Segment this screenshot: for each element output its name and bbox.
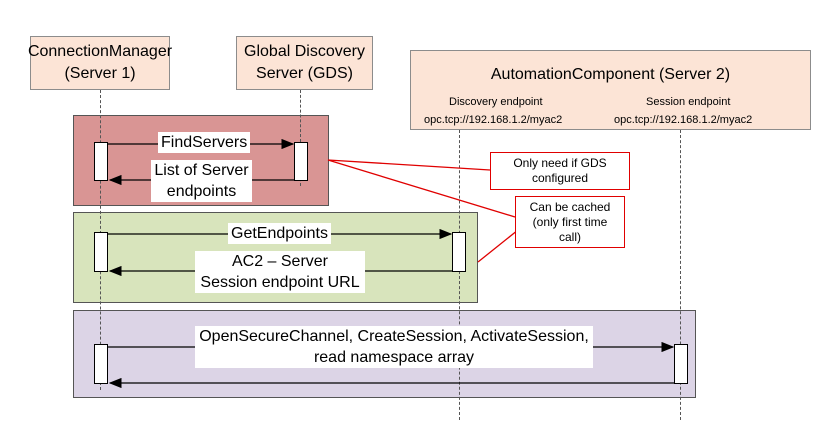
gds-lifeline xyxy=(300,90,301,186)
gds-note-connector xyxy=(327,159,491,171)
secure-channel-label: OpenSecureChannel, CreateSession, Activa… xyxy=(195,326,593,368)
gds-note-line2: configured xyxy=(531,171,589,185)
cache-note-line2: (only first time xyxy=(532,214,608,229)
gds-note-line1: Only need if GDS xyxy=(513,156,607,170)
cache-note-connector-2 xyxy=(477,229,519,263)
ac-title: AutomationComponent (Server 2) xyxy=(490,66,731,83)
cache-note-line1: Can be cached xyxy=(529,199,611,214)
gds-title: Global Discovery xyxy=(244,43,365,60)
ac-discovery-lifeline xyxy=(459,130,460,420)
session-url-label: AC2 – Server Session endpoint URL xyxy=(195,251,365,293)
session-url-line2: Session endpoint URL xyxy=(200,274,360,291)
gds-box: Global Discovery Server (GDS) xyxy=(236,36,373,90)
session-endpoint-label: Session endpoint xyxy=(646,96,731,108)
session-endpoint-url: opc.tcp://192.168.1.2/myac2 xyxy=(614,114,753,126)
server-endpoints-line2: endpoints xyxy=(166,183,237,200)
session-url-line1: AC2 – Server xyxy=(231,253,329,270)
cm-subtitle: (Server 1) xyxy=(64,65,136,82)
cm-activation-2 xyxy=(94,232,108,272)
ac-discovery-activation xyxy=(452,232,466,272)
cache-note-line3: call) xyxy=(558,229,581,244)
get-endpoints-label: GetEndpoints xyxy=(228,223,331,244)
gds-activation xyxy=(294,142,308,181)
automation-component-box: AutomationComponent (Server 2) xyxy=(410,50,811,130)
secure-channel-line1: OpenSecureChannel, CreateSession, Activa… xyxy=(199,328,589,345)
secure-channel-line2: read namespace array xyxy=(313,349,475,366)
ac-session-lifeline xyxy=(680,130,681,420)
cm-activation-3 xyxy=(94,344,108,384)
gds-note: Only need if GDS configured xyxy=(490,152,630,190)
ac-session-activation xyxy=(674,344,688,384)
server-endpoints-label: List of Server endpoints xyxy=(151,160,252,202)
cm-activation-1 xyxy=(94,142,108,181)
find-servers-label: FindServers xyxy=(158,132,251,153)
gds-subtitle: Server (GDS) xyxy=(256,65,353,82)
discovery-endpoint-label: Discovery endpoint xyxy=(449,96,543,108)
cache-note-connector-1 xyxy=(327,159,516,218)
discovery-endpoint-url: opc.tcp://192.168.1.2/myac2 xyxy=(424,114,563,126)
server-endpoints-line1: List of Server xyxy=(154,162,249,179)
cache-note: Can be cached (only first time call) xyxy=(515,196,625,248)
connection-manager-box: ConnectionManager (Server 1) xyxy=(27,36,173,90)
cm-title: ConnectionManager xyxy=(27,43,173,60)
